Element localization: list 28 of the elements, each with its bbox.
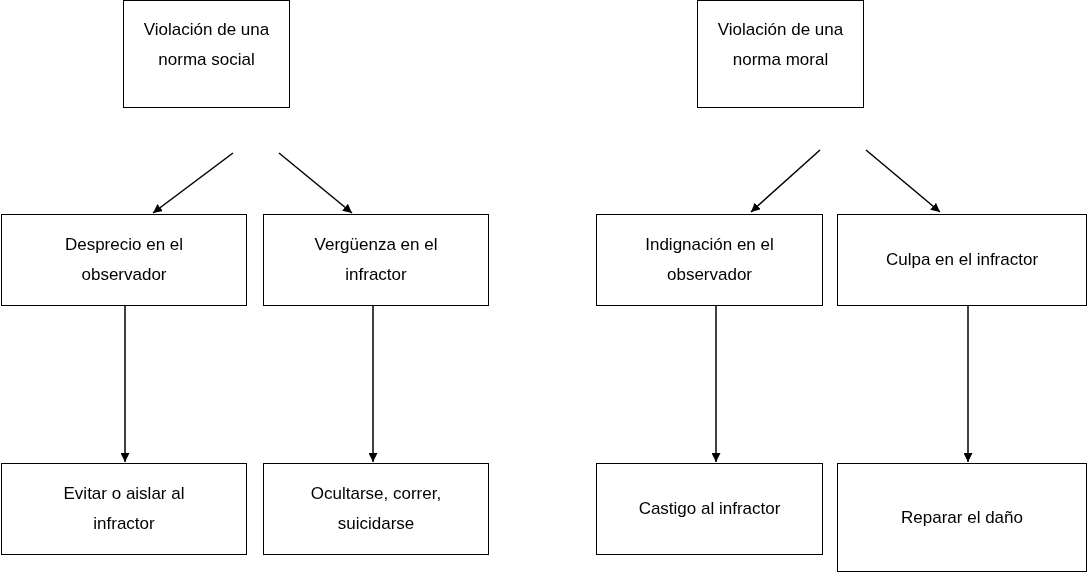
- arrow: [865, 149, 941, 213]
- box-text: Violación de una norma social: [142, 19, 271, 71]
- box-text: Violación de una norma moral: [716, 19, 845, 71]
- process-box: [596, 214, 823, 306]
- arrow: [963, 305, 973, 463]
- box-text: Culpa en el infractor: [885, 249, 1039, 272]
- process-box: [837, 463, 1087, 572]
- process-box: [837, 214, 1087, 306]
- process-box: [123, 0, 290, 108]
- arrow: [120, 305, 130, 463]
- process-box: [1, 463, 247, 555]
- box-text: Desprecio en el observador: [63, 234, 185, 286]
- box-text: Indignación en el observador: [644, 234, 775, 286]
- process-box: [1, 214, 247, 306]
- arrow: [278, 152, 353, 214]
- arrow: [152, 152, 234, 214]
- box-text: Ocultarse, correr, suicidarse: [309, 483, 443, 535]
- arrow: [750, 149, 821, 213]
- process-box: [263, 214, 489, 306]
- box-text: Reparar el daño: [901, 506, 1023, 529]
- box-text: Vergüenza en el infractor: [313, 234, 439, 286]
- process-box: [596, 463, 823, 555]
- process-box: [697, 0, 864, 108]
- process-box: [263, 463, 489, 555]
- arrow: [368, 305, 378, 463]
- arrow: [711, 305, 721, 463]
- box-text: Evitar o aislar al infractor: [62, 483, 186, 535]
- box-text: Castigo al infractor: [638, 498, 781, 521]
